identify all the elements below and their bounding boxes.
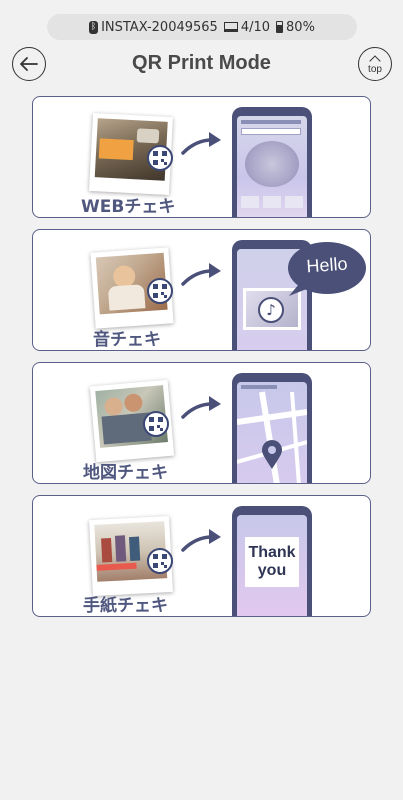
battery-icon <box>276 21 284 33</box>
arrow-icon <box>181 132 221 155</box>
battery-level: 80% <box>286 19 315 35</box>
top-button-label: top <box>368 64 382 75</box>
qr-code-icon <box>147 145 173 171</box>
web-phone <box>232 107 312 217</box>
map-cheki-card[interactable]: 地図チェキ <box>32 362 371 484</box>
map-phone <box>232 373 312 483</box>
web-phone-screen <box>237 116 307 217</box>
arrow-icon <box>181 529 221 552</box>
back-button[interactable] <box>12 47 46 81</box>
device-name: INSTAX-20049565 <box>101 19 218 35</box>
sound-cheki-card[interactable]: ♪ Hello 音チェキ <box>32 229 371 351</box>
qr-code-icon <box>147 278 173 304</box>
map-cheki-label: 地図チェキ <box>83 463 168 483</box>
arrow-icon <box>181 396 221 419</box>
qr-code-icon <box>147 548 173 574</box>
map-phone-screen <box>237 382 307 483</box>
letter-note: Thank you <box>245 537 299 587</box>
letter-note-text: Thank you <box>248 544 296 579</box>
print-count-status: 4/10 <box>223 19 271 35</box>
web-cheki-card[interactable]: WEBチェキ <box>32 96 371 218</box>
device-status-bar: ᛒ INSTAX-20049565 4/10 80% <box>47 14 357 40</box>
letter-phone-screen: Thank you <box>237 515 307 616</box>
bluetooth-icon: ᛒ <box>89 20 99 34</box>
top-button[interactable]: top <box>358 47 392 81</box>
letter-cheki-card[interactable]: Thank you 手紙チェキ <box>32 495 371 617</box>
map-pin-icon <box>262 440 282 469</box>
battery-status: 80% <box>276 20 315 35</box>
page-title: QR Print Mode <box>132 52 271 74</box>
speech-bubble <box>288 242 366 296</box>
back-arrow-icon <box>20 57 38 71</box>
letter-phone: Thank you <box>232 506 312 616</box>
music-note-icon: ♪ <box>266 300 276 319</box>
sound-preview-photo: ♪ <box>246 291 298 327</box>
film-count-icon <box>223 22 238 32</box>
letter-cheki-label: 手紙チェキ <box>83 596 168 616</box>
web-cheki-label: WEBチェキ <box>81 197 176 217</box>
sound-phone: ♪ <box>232 240 312 350</box>
sound-cheki-label: 音チェキ <box>93 330 161 350</box>
qr-code-icon <box>143 411 169 437</box>
arrow-icon <box>181 263 221 286</box>
header: QR Print Mode top <box>0 44 403 84</box>
device-status: ᛒ INSTAX-20049565 <box>89 20 218 35</box>
print-count: 4/10 <box>240 19 271 35</box>
